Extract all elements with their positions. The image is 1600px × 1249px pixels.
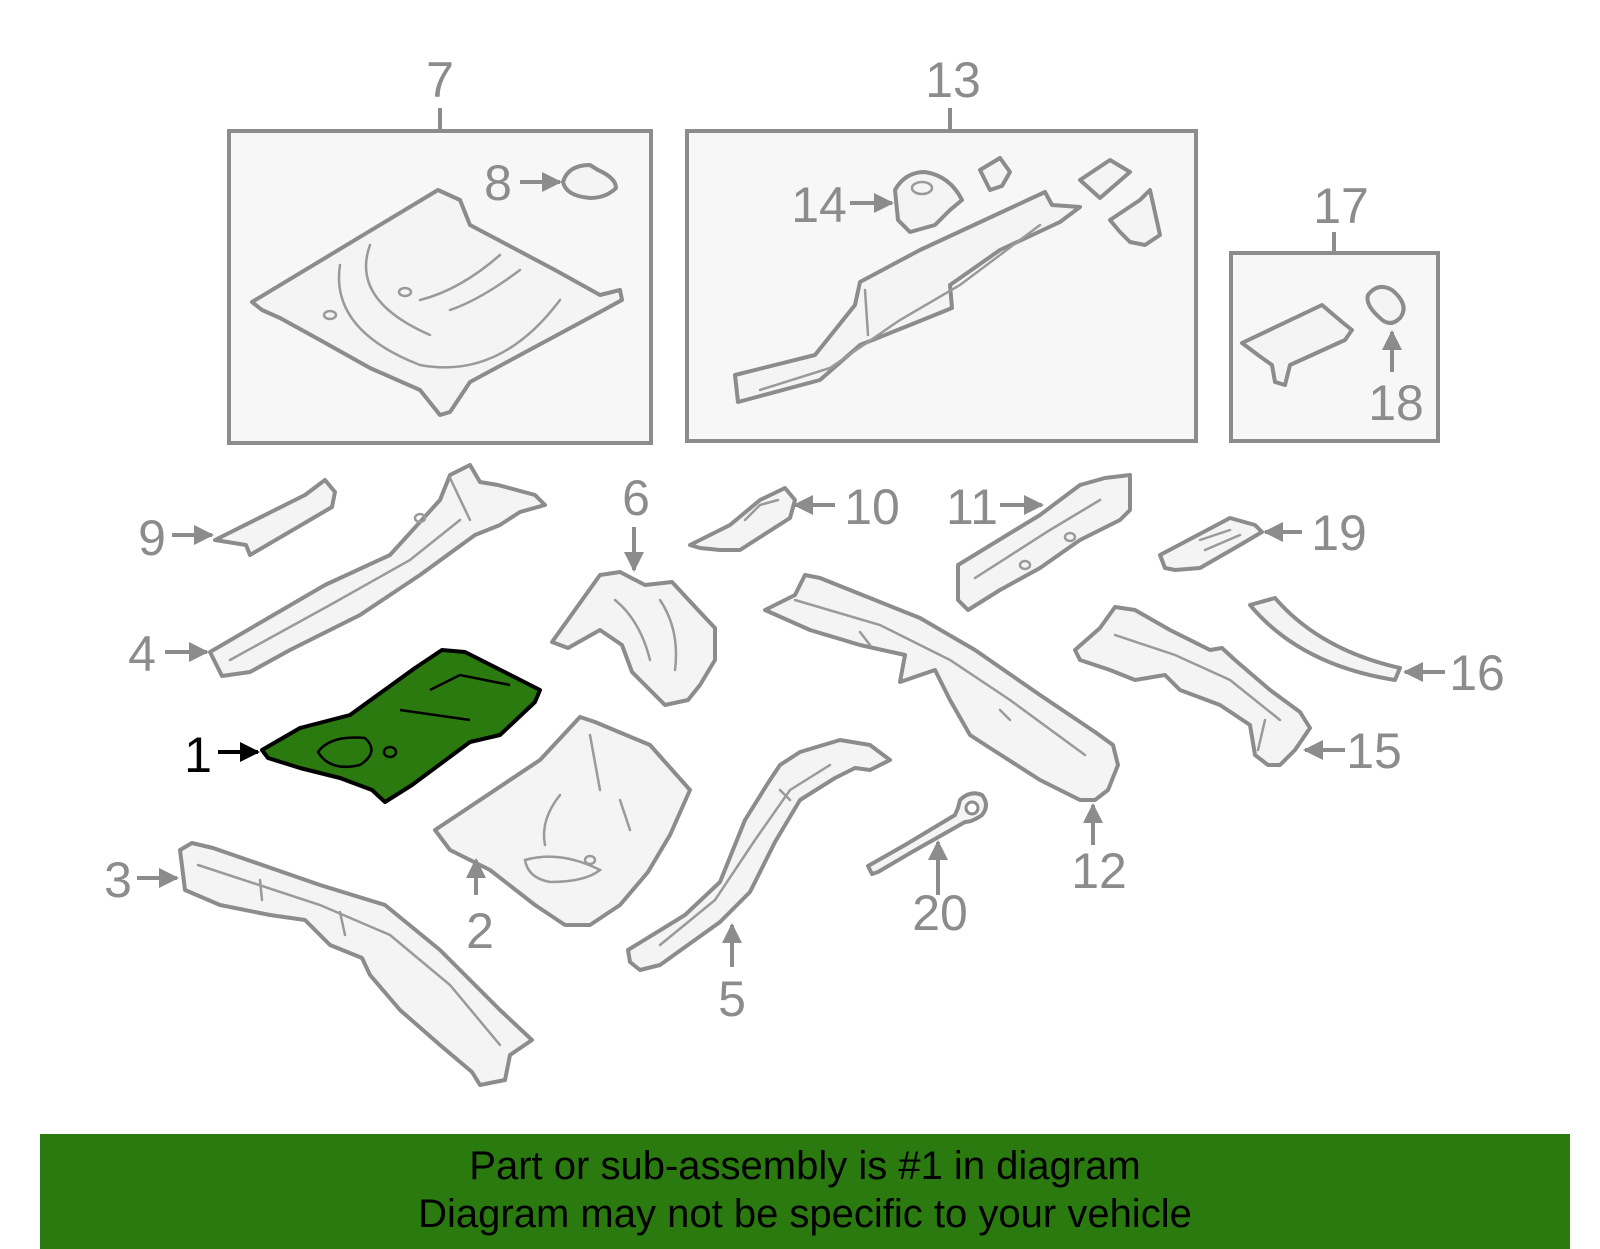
- part-10: [688, 486, 835, 552]
- banner-line-2: Diagram may not be specific to your vehi…: [418, 1192, 1192, 1236]
- callout-12: 12: [1071, 843, 1127, 899]
- callout-15: 15: [1346, 723, 1402, 779]
- callout-4: 4: [128, 626, 156, 682]
- info-banner: Part or sub-assembly is #1 in diagram Di…: [40, 1134, 1570, 1249]
- callout-2: 2: [466, 903, 494, 959]
- callout-17: 17: [1313, 178, 1369, 234]
- part-5: [626, 738, 892, 972]
- part-6: [550, 527, 717, 707]
- part-8: [520, 163, 618, 200]
- part-17-box: [1229, 232, 1440, 443]
- part-16: [1248, 596, 1445, 682]
- callout-13: 13: [925, 52, 981, 108]
- part-11: [956, 473, 1132, 612]
- callout-16: 16: [1449, 645, 1505, 701]
- callout-8: 8: [484, 155, 512, 211]
- part-20: [866, 791, 988, 895]
- callout-18: 18: [1368, 375, 1424, 431]
- part-12: [763, 573, 1120, 845]
- callout-1: 1: [184, 727, 212, 783]
- callout-5: 5: [718, 971, 746, 1027]
- part-9: [172, 478, 337, 557]
- callout-20: 20: [912, 885, 968, 941]
- callout-7: 7: [426, 52, 454, 108]
- callout-9: 9: [138, 510, 166, 566]
- part-3: [137, 841, 534, 1087]
- part-13-box: [685, 108, 1198, 443]
- part-4: [165, 463, 547, 678]
- callout-3: 3: [104, 852, 132, 908]
- banner-line-1: Part or sub-assembly is #1 in diagram: [469, 1144, 1141, 1188]
- callout-19: 19: [1311, 505, 1367, 561]
- callout-14: 14: [791, 177, 847, 233]
- callout-10: 10: [844, 479, 900, 535]
- part-2: [433, 715, 692, 927]
- part-7-box: [227, 108, 653, 445]
- callout-6: 6: [622, 470, 650, 526]
- part-1: [218, 648, 542, 804]
- callout-11: 11: [946, 479, 998, 535]
- part-19: [1158, 516, 1302, 572]
- part-15: [1073, 605, 1345, 767]
